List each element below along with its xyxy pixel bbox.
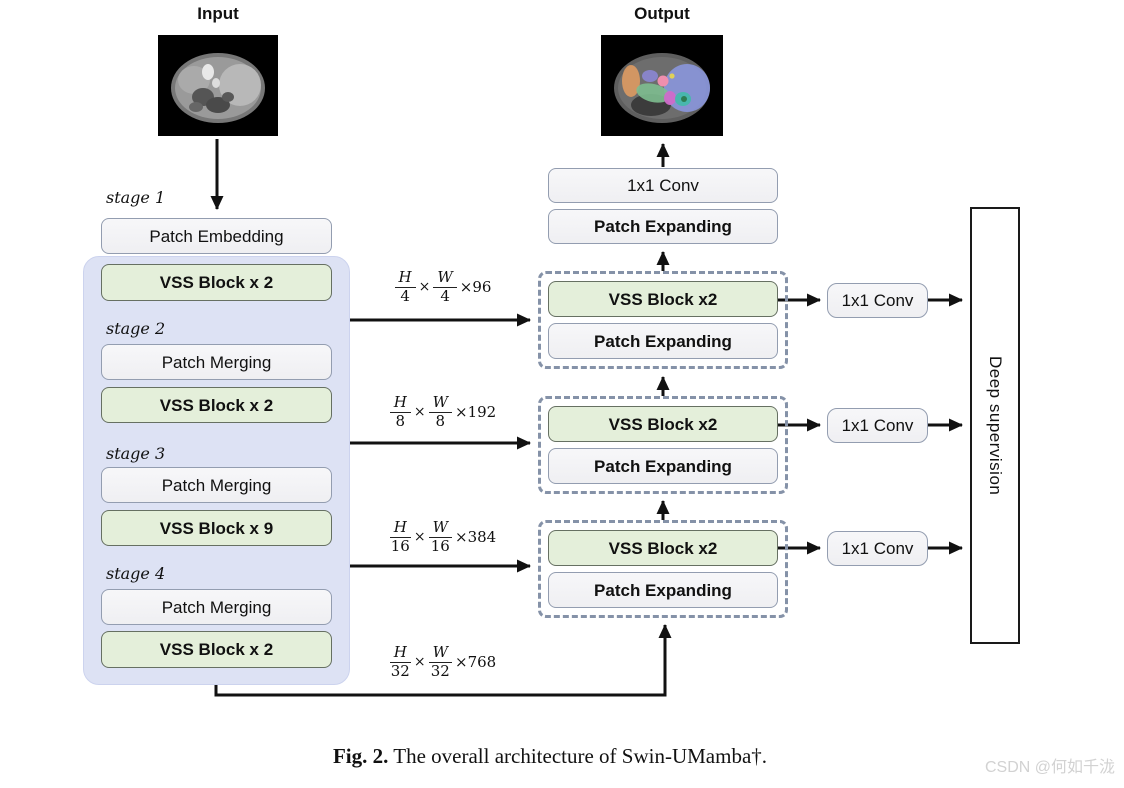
decoder-vss-block-3: VSS Block x2 bbox=[548, 530, 778, 566]
figure-number: Fig. 2. bbox=[332, 744, 389, 768]
deep-supervision-label: Deep supervision bbox=[986, 355, 1005, 496]
patch-embedding-box: Patch Embedding bbox=[101, 218, 332, 254]
decoder-block-3 bbox=[538, 520, 788, 618]
patch-merging-box-4: Patch Merging bbox=[101, 589, 332, 625]
stage1-label: stage 1 bbox=[106, 188, 166, 207]
csdn-watermark: CSDN @何如千泷 bbox=[984, 759, 1115, 776]
decoder-block-1 bbox=[538, 271, 788, 369]
encoder-vss-block-2: VSS Block x 2 bbox=[101, 387, 332, 423]
decoder-patch-expanding-1: Patch Expanding bbox=[548, 323, 778, 359]
output-title: Output bbox=[634, 4, 690, 23]
figure-caption: Fig. 2. The overall architecture of Swin… bbox=[0, 744, 1100, 769]
encoder-vss-block-3: VSS Block x 9 bbox=[101, 510, 332, 546]
stage4-label: stage 4 bbox=[106, 564, 166, 583]
input-scan-image bbox=[158, 35, 278, 136]
patch-merging-box-2: Patch Merging bbox=[101, 344, 332, 380]
decoder-vss-block-2: VSS Block x2 bbox=[548, 406, 778, 442]
encoder-vss-block-1: VSS Block x 2 bbox=[101, 264, 332, 301]
supervision-conv-1: 1x1 Conv bbox=[827, 283, 928, 318]
stage3-label: stage 3 bbox=[106, 444, 166, 463]
output-scan-image bbox=[601, 35, 723, 136]
figure-caption-text: The overall architecture of Swin-UMamba†… bbox=[388, 744, 768, 768]
decoder-block-2 bbox=[538, 396, 788, 494]
decoder-vss-block-1: VSS Block x2 bbox=[548, 281, 778, 317]
final-conv-box: 1x1 Conv bbox=[548, 168, 778, 203]
patch-merging-box-3: Patch Merging bbox=[101, 467, 332, 503]
supervision-conv-3: 1x1 Conv bbox=[827, 531, 928, 566]
supervision-conv-2: 1x1 Conv bbox=[827, 408, 928, 443]
decoder-patch-expanding-2: Patch Expanding bbox=[548, 448, 778, 484]
encoder-vss-block-4: VSS Block x 2 bbox=[101, 631, 332, 668]
stage2-label: stage 2 bbox=[106, 319, 166, 338]
final-patch-expanding-box: Patch Expanding bbox=[548, 209, 778, 244]
input-title: Input bbox=[197, 4, 239, 23]
decoder-patch-expanding-3: Patch Expanding bbox=[548, 572, 778, 608]
deep-supervision-box: Deep supervision bbox=[970, 207, 1020, 644]
